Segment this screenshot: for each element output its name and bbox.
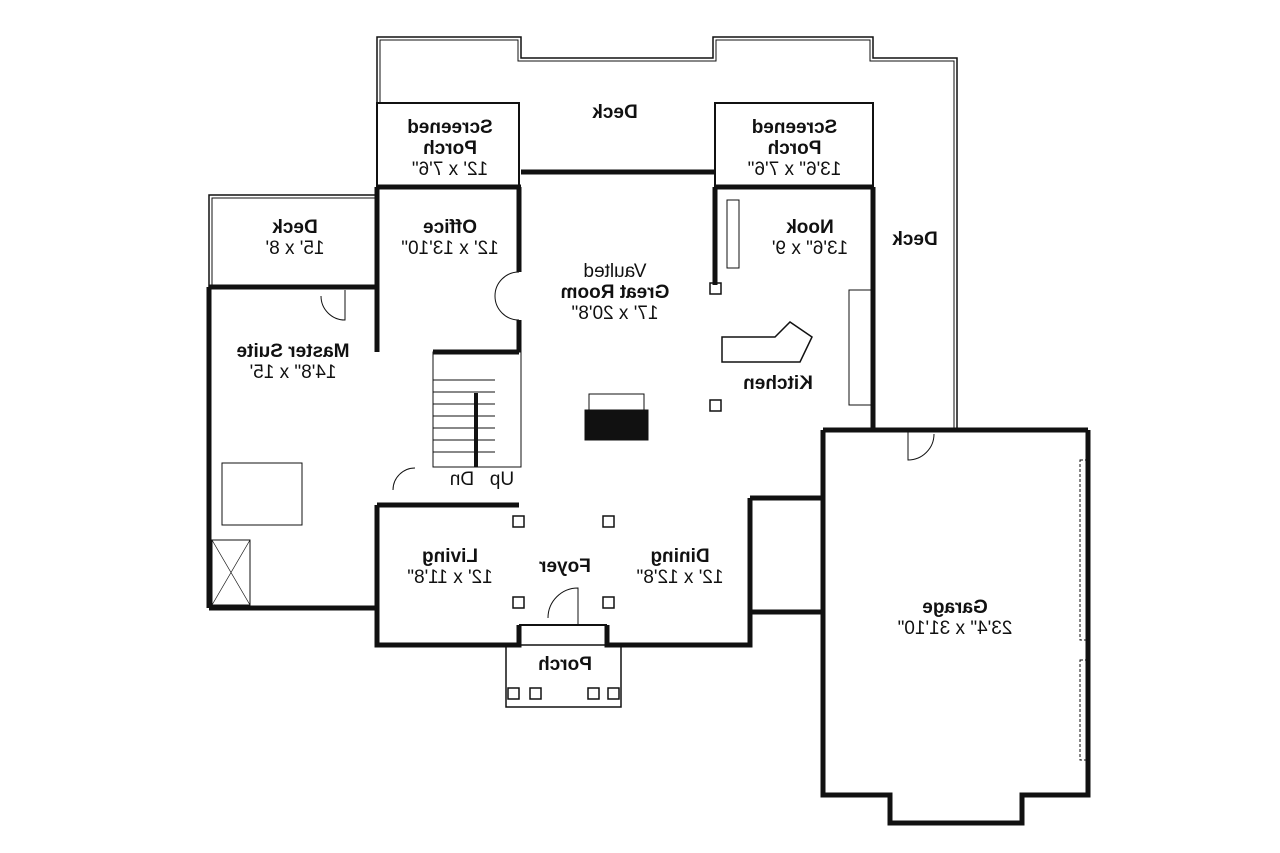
room-porch: Porch	[538, 654, 592, 675]
room-screened-porch-right: Screened Porch 13'6" x 7'6"	[747, 117, 842, 180]
wall-garage	[820, 430, 1091, 826]
deck-top-outline	[376, 36, 958, 430]
room-nook: Nook 13'6" x 9'	[771, 217, 849, 259]
stairs-up-label: Up	[489, 469, 515, 490]
room-deck-top: Deck	[592, 102, 638, 123]
fireplace	[584, 409, 649, 441]
room-office: Office 12' x 13'10"	[401, 217, 499, 259]
shower	[211, 539, 251, 606]
room-kitchen: Kitchen	[743, 373, 813, 394]
stairs	[432, 351, 522, 468]
nook-bench	[726, 199, 740, 269]
room-screened-porch-left: Screened Porch 12' x 7'6"	[407, 117, 493, 180]
kitchen-island	[721, 321, 813, 363]
room-deck-left: Deck 15' x 8'	[265, 217, 325, 259]
columns	[507, 282, 722, 700]
room-great-room: Vaulted Great Room 17' x 20'8"	[560, 261, 670, 324]
wall-dining	[604, 498, 753, 648]
wall-utility	[750, 495, 823, 615]
stairs-down-label: Dn	[449, 469, 475, 490]
tub	[221, 462, 303, 526]
fireplace-hearth	[588, 393, 645, 411]
wall-living	[374, 502, 522, 648]
deck-left-outline	[208, 194, 377, 287]
room-living: Living 12' x 11'8"	[407, 546, 493, 588]
room-foyer: Foyer	[539, 556, 591, 577]
room-master-suite: Master Suite 14'8" x 15'	[236, 341, 350, 383]
room-garage: Garage 23'4" x 31'10"	[897, 597, 1013, 639]
room-deck-right: Deck	[892, 229, 938, 250]
room-dining: Dining 12' x 12'8"	[636, 546, 724, 588]
kitchen-counter	[848, 289, 872, 406]
porch-outline	[505, 644, 622, 708]
wall-back	[377, 169, 873, 190]
